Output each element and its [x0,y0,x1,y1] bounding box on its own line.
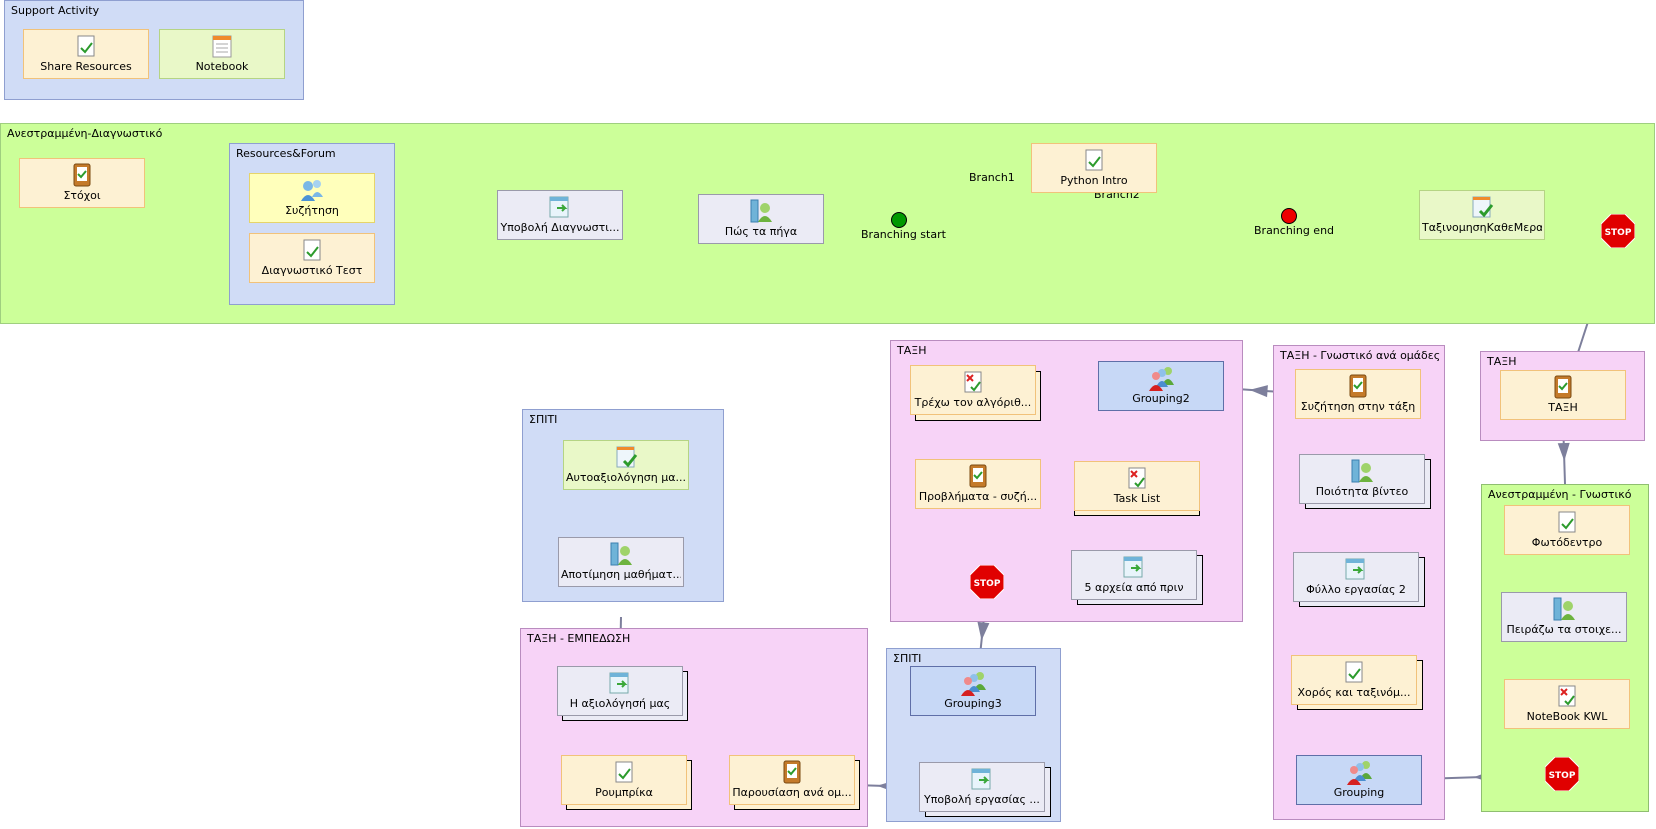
notebook-clipboard-icon [1550,374,1576,400]
submit-work-node[interactable]: Υποβολή εργασίας ... [919,762,1045,812]
support-activity-region: Support Activity Share Resources Noteboo… [4,0,304,100]
quiz-cross-check-icon [1554,683,1580,709]
arrow-head [1249,385,1268,398]
experiment-node[interactable]: Πειράζω τα στοιχε... [1501,592,1627,642]
branch1-label: Branch1 [969,171,1015,184]
home-group-title: ΣΠΙΤΙ [893,652,922,665]
quiz-cross-check-icon [960,369,986,395]
support-activity-title: Support Activity [11,4,100,17]
notebook-clipboard-icon [779,759,805,785]
share-resources-icon [299,237,325,263]
task-list-node[interactable]: Task List [1074,461,1200,511]
share-resources-icon [1554,509,1580,535]
share-resources-icon [611,759,637,785]
group-presentation-node[interactable]: Παρουσίαση ανά ομ... [729,755,855,805]
group-users-icon [1148,365,1174,391]
self-eval-node[interactable]: Αυτοαξιολόγηση μα... [563,440,689,490]
lesson-eval-node[interactable]: Αποτίμηση μαθήματ... [558,537,684,587]
problems-node[interactable]: Προβλήματα - συζή... [915,459,1041,509]
share-resources-icon [1341,659,1367,685]
branching-end-label: Branching end [1254,224,1335,237]
dance-sort-node[interactable]: Χορός και ταξινόμ... [1291,655,1417,705]
group-users-icon [1346,759,1372,785]
run-algorithm-node[interactable]: Τρέχω τον αλγόριθ... [910,365,1036,415]
group-users-icon [960,670,986,696]
class-groups-title: ΤΑΞΗ - Γνωστικό ανά ομάδες [1280,349,1441,362]
inverted-cognitive-title: Ανεστραμμένη - Γνωστικό [1488,488,1632,501]
class-top-title: ΤΑΞΗ [1487,355,1517,368]
our-evaluation-node[interactable]: Η αξιολόγησή μας [557,666,683,716]
assessment-user-icon [608,541,634,567]
class-mid-region: ΤΑΞΗ Grouping2 Τρέχω τον αλγόριθ... Προβ… [890,340,1243,622]
assessment-user-icon [1349,458,1375,484]
goals-node[interactable]: Στόχοι [19,158,145,208]
assessment-user-icon [748,198,774,224]
notebook-kwl-node[interactable]: NoteBook KWL [1504,679,1630,729]
resources-forum-title: Resources&Forum [236,147,336,160]
diagnostic-sequence-title: Ανεστραμμένη-Διαγνωστικό [7,127,163,140]
notebook-clipboard-icon [1345,373,1371,399]
svg-text:STOP: STOP [1605,228,1632,238]
svg-text:STOP: STOP [1549,771,1576,781]
stop-icon[interactable]: STOP [969,564,1005,600]
share-resources-icon [73,33,99,59]
class-mid-title: ΤΑΞΗ [897,344,927,357]
home-eval-region: ΣΠΙΤΙ Αυτοαξιολόγηση μα... Αποτίμηση μαθ… [522,409,724,602]
home-eval-title: ΣΠΙΤΙ [529,413,558,426]
submit-diagnostic-node[interactable]: Υποβολή Διαγνωστι... [497,190,623,240]
submit-files-icon [547,194,573,220]
notebook-check-icon [1469,194,1495,220]
grouping3-node[interactable]: Grouping3 [910,666,1036,716]
grouping-node[interactable]: Grouping [1296,755,1422,805]
share-resources-node[interactable]: Share Resources [23,29,149,79]
how-it-went-node[interactable]: Πώς τα πήγα [698,194,824,244]
class-groups-region: ΤΑΞΗ - Γνωστικό ανά ομάδες Συζήτηση στην… [1273,345,1445,820]
submit-files-icon [1121,554,1147,580]
notebook-clipboard-icon [69,162,95,188]
notebook-icon [209,33,235,59]
notebook-clipboard-icon [965,463,991,489]
submit-files-icon [969,766,995,792]
forum-users-icon [299,177,325,203]
notebook-check-icon [613,444,639,470]
worksheet2-node[interactable]: Φύλλο εργασίας 2 [1293,552,1419,602]
resources-forum-region: Resources&Forum Συζήτηση Διαγνωστικό Τεσ… [229,143,395,305]
discussion-node[interactable]: Συζήτηση [249,173,375,223]
daily-sort-node[interactable]: ΤαξινομησηΚαθεΜερα [1419,190,1545,240]
home-group-region: ΣΠΙΤΙ Grouping3 Υποβολή εργασίας ... [886,648,1061,822]
diagnostic-test-node[interactable]: Διαγνωστικό Τεστ [249,233,375,283]
submit-files-icon [607,670,633,696]
assessment-user-icon [1551,596,1577,622]
share-resources-icon [1081,147,1107,173]
class-top-region: ΤΑΞΗ ΤΑΞΗ [1480,351,1645,441]
quiz-cross-check-icon [1124,465,1150,491]
class-consolidation-title: ΤΑΞΗ - ΕΜΠΕΔΩΣΗ [527,632,631,645]
stop-icon[interactable]: STOP [1544,756,1580,792]
submit-files-icon [1343,556,1369,582]
branching-start-label: Branching start [861,228,946,241]
python-intro-node[interactable]: Python Intro [1031,143,1157,193]
stop-icon[interactable]: STOP [1600,213,1636,249]
video-quality-node[interactable]: Ποιότητα βίντεο [1299,454,1425,504]
class-consolidation-region: ΤΑΞΗ - ΕΜΠΕΔΩΣΗ Η αξιολόγησή μας Ρουμπρί… [520,628,868,827]
class-node[interactable]: ΤΑΞΗ [1500,370,1626,420]
branching-end-gate[interactable] [1281,208,1297,224]
notebook-node[interactable]: Notebook [159,29,285,79]
photo-tree-node[interactable]: Φωτόδεντρο [1504,505,1630,555]
branching-start-gate[interactable] [891,212,907,228]
rubric-node[interactable]: Ρουμπρίκα [561,755,687,805]
five-files-node[interactable]: 5 αρχεία από πριν [1071,550,1197,600]
arrow-head [1557,442,1570,461]
arrow-head [977,621,990,641]
svg-text:STOP: STOP [974,579,1001,589]
grouping2-node[interactable]: Grouping2 [1098,361,1224,411]
class-discussion-node[interactable]: Συζήτηση στην τάξη [1295,369,1421,419]
inverted-cognitive-region: Ανεστραμμένη - Γνωστικό Φωτόδεντρο Πειρά… [1481,484,1649,812]
